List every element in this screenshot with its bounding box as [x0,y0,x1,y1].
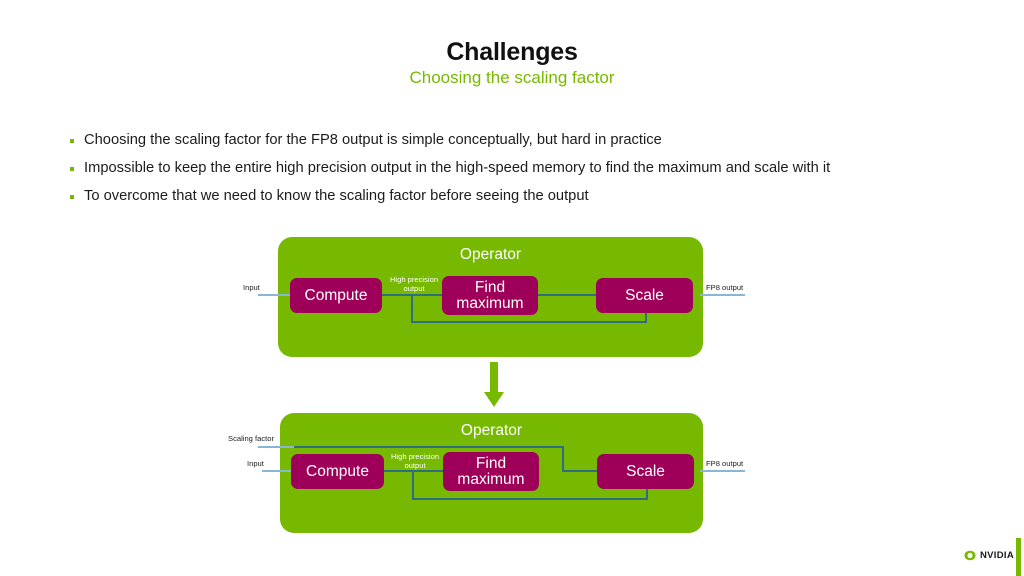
wire-scaling-factor-into-scale [562,470,599,472]
list-item: Choosing the scaling factor for the FP8 … [70,131,970,150]
list-item: Impossible to keep the entire high preci… [70,159,970,178]
down-arrow-icon [484,362,504,407]
bullet-text: Impossible to keep the entire high preci… [84,160,831,176]
block-compute[interactable]: Compute [290,278,382,313]
bullet-list: Choosing the scaling factor for the FP8 … [70,131,970,215]
wire-label-scaling-factor: Scaling factor [228,434,275,443]
wire-bypass-horizontal [411,321,647,323]
operator-label: Operator [459,246,522,263]
wire-input-line [262,470,294,472]
wire-input-line [258,294,293,296]
block-compute[interactable]: Compute [291,454,384,489]
block-scale[interactable]: Scale [597,454,694,489]
block-find-maximum[interactable]: Find maximum [443,452,539,491]
list-item: To overcome that we need to know the sca… [70,187,970,206]
wire-label-input: Input [243,283,260,292]
nvidia-logo: NVIDIA [963,550,1014,561]
page-title: Challenges [446,38,578,66]
wire-bypass-vertical-left [411,294,413,323]
wire-scaling-factor-horizontal [294,446,564,448]
nvidia-wordmark: NVIDIA [980,550,1014,561]
bullet-marker-icon [70,195,74,199]
right-edge-accent-bar [1016,538,1021,576]
wire-scaling-factor-vertical [562,446,564,472]
bullet-text: Choosing the scaling factor for the FP8 … [84,132,662,148]
wire-bypass-vertical-left [412,470,414,500]
wire-fp8-output-line [700,470,745,472]
wire-bypass-horizontal [412,498,648,500]
page-subtitle: Choosing the scaling factor [409,68,615,87]
operator-label: Operator [460,422,523,439]
block-find-maximum[interactable]: Find maximum [442,276,538,315]
wire-fp8-output-line [700,294,745,296]
wire-label-high-precision-output: High precision output [390,452,440,470]
bullet-marker-icon [70,139,74,143]
wire-label-input: Input [247,459,264,468]
nvidia-eye-icon [964,550,976,561]
bullet-text: To overcome that we need to know the sca… [84,188,589,204]
wire-scaling-factor-line [258,446,296,448]
wire-label-high-precision-output: High precision output [389,275,439,293]
wire-label-fp8-output: FP8 output [706,283,744,292]
wire-findmax-to-scale [536,294,598,296]
wire-label-fp8-output: FP8 output [706,459,744,468]
bullet-marker-icon [70,167,74,171]
block-scale[interactable]: Scale [596,278,693,313]
